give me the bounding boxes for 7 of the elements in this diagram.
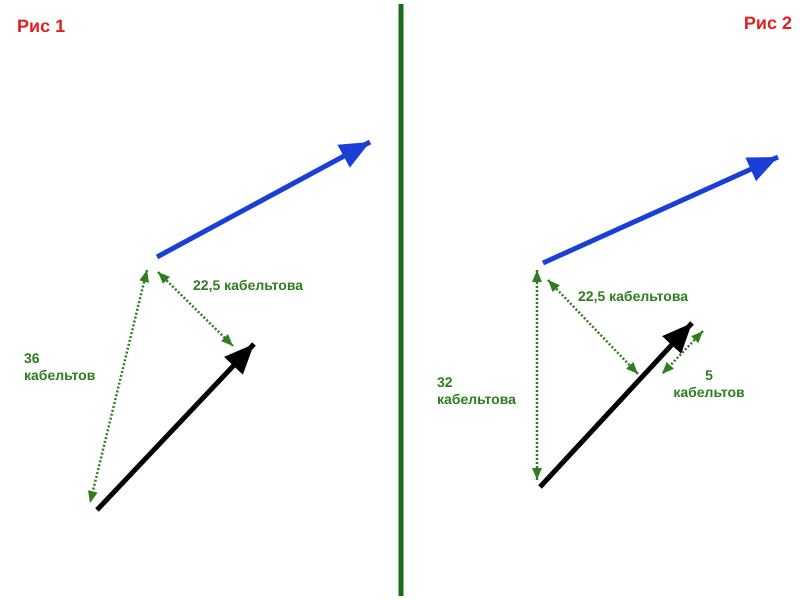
dimension-label: 22,5 кабельтова xyxy=(193,277,304,294)
dimension-label: 5 кабельтов xyxy=(672,367,746,401)
dimension-label: 36 кабельтов xyxy=(24,350,96,384)
dimension-label: 32 кабельтова xyxy=(437,374,517,408)
figure-label: Рис 1 xyxy=(17,16,66,38)
figure-label: Рис 2 xyxy=(742,13,792,35)
dimension-label: 22,5 кабельтова xyxy=(578,288,690,305)
